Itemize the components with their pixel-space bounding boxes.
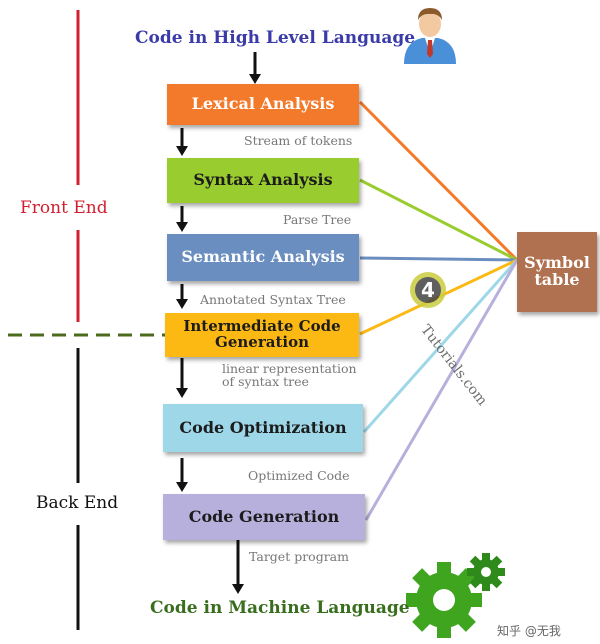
edge-label-optimized-code: Optimized Code xyxy=(248,468,350,483)
person-icon xyxy=(404,8,456,64)
symbol-table-box: Symbol table xyxy=(517,232,597,312)
connector-codegen xyxy=(364,259,519,521)
small-gear-icon xyxy=(467,553,505,591)
edge-label-linear-repr: linear representation of syntax tree xyxy=(222,361,357,389)
back-end-label: Back End xyxy=(36,493,119,513)
code-generation-box: Code Generation xyxy=(163,494,365,540)
connector-semantic xyxy=(359,256,518,262)
edge-label-annotated-tree: Annotated Syntax Tree xyxy=(200,292,346,307)
edge-label-tokens: Stream of tokens xyxy=(244,133,353,148)
connector-optimization xyxy=(362,259,519,433)
lexical-analysis-box: Lexical Analysis xyxy=(167,84,359,125)
watermark-logo-letter: 4 xyxy=(421,278,435,302)
intermediate-code-box: Intermediate Code Generation xyxy=(165,313,359,357)
edge-label-target-program: Target program xyxy=(249,549,349,564)
corner-credit: 知乎 @无我 xyxy=(497,624,561,638)
connector-syntax xyxy=(359,178,518,262)
source-code-title: Code in High Level Language xyxy=(135,28,416,48)
machine-code-title: Code in Machine Language xyxy=(150,598,410,618)
edge-label-parse-tree: Parse Tree xyxy=(283,212,352,227)
code-optimization-box: Code Optimization xyxy=(163,404,363,452)
connector-lexical xyxy=(358,100,519,262)
gear-icon xyxy=(406,562,482,638)
front-end-label: Front End xyxy=(20,198,108,218)
syntax-analysis-box: Syntax Analysis xyxy=(167,158,359,203)
watermark-logo xyxy=(410,272,446,308)
semantic-analysis-box: Semantic Analysis xyxy=(167,234,359,281)
